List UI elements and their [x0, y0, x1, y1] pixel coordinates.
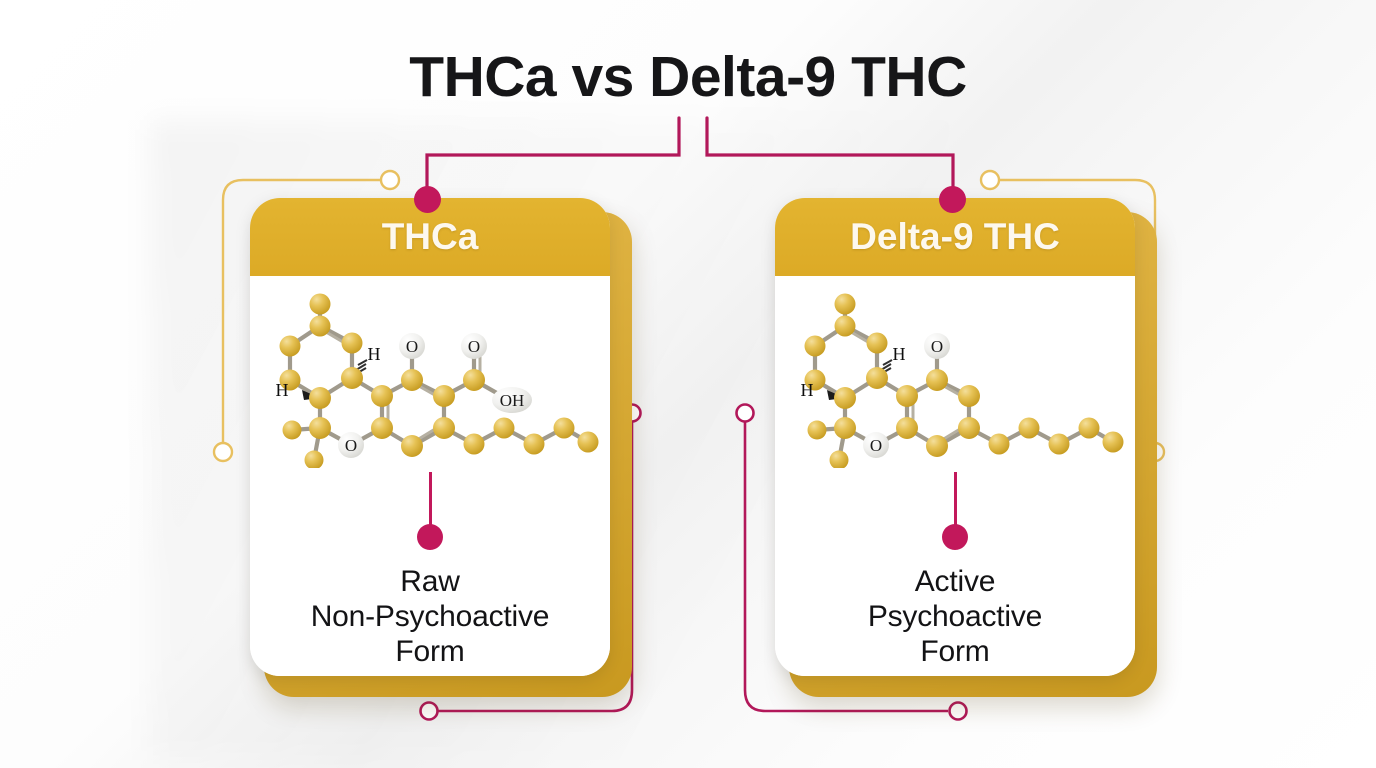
- caption-line-2: Psychoactive: [867, 600, 1043, 633]
- crimson-node-top-right: [735, 403, 755, 423]
- gold-node-bottom-left: [212, 441, 234, 463]
- card-thca[interactable]: THCa: [250, 198, 632, 697]
- svg-text:H: H: [801, 380, 814, 400]
- oxygen-atoms: O O: [863, 333, 950, 458]
- caption-connector-stem: [428, 472, 432, 530]
- page-title: THCa vs Delta-9 THC: [409, 45, 967, 109]
- card-body-thca: O O OH O H H: [250, 276, 610, 676]
- caption-line-1: Raw: [400, 565, 460, 598]
- svg-text:OH: OH: [500, 391, 525, 410]
- card-title-label: Delta-9 THC: [850, 216, 1060, 257]
- gold-node-top-right: [979, 169, 1001, 191]
- header-connector-dot-right: [939, 186, 966, 213]
- carbon-atoms: [279, 293, 599, 468]
- svg-text:O: O: [345, 436, 357, 455]
- caption-line-3: Form: [920, 635, 990, 668]
- crimson-node-bottom-right: [948, 701, 968, 721]
- card-delta9thc[interactable]: Delta-9 THC: [775, 198, 1157, 697]
- svg-text:O: O: [406, 337, 418, 356]
- caption-line-3: Form: [395, 635, 465, 668]
- hydrogen-labels: H H: [801, 344, 906, 400]
- svg-text:H: H: [893, 344, 906, 364]
- title-bracket-connector: [425, 116, 955, 197]
- svg-text:O: O: [468, 337, 480, 356]
- svg-text:O: O: [931, 337, 943, 356]
- carbon-atoms: [804, 293, 1124, 468]
- card-body-delta9thc: O O H H Active Psychoactive Form: [775, 276, 1135, 676]
- oxygen-atoms: O O OH O: [338, 333, 532, 458]
- caption-connector-dot: [942, 524, 968, 550]
- card-caption-delta9thc: Active Psychoactive Form: [775, 564, 1135, 669]
- svg-text:O: O: [870, 436, 882, 455]
- caption-connector-dot: [417, 524, 443, 550]
- caption-line-1: Active: [914, 565, 996, 598]
- caption-line-2: Non-Psychoactive: [310, 600, 550, 633]
- molecule-delta9thc: O O H H: [779, 288, 1131, 468]
- svg-text:H: H: [276, 380, 289, 400]
- gold-node-top-left: [379, 169, 401, 191]
- card-caption-thca: Raw Non-Psychoactive Form: [250, 564, 610, 669]
- molecule-thca: O O OH O H H: [254, 288, 606, 468]
- hydrogen-labels: H H: [276, 344, 381, 400]
- svg-text:H: H: [368, 344, 381, 364]
- crimson-node-bottom-left: [419, 701, 439, 721]
- caption-connector-stem: [953, 472, 957, 530]
- card-title-label: THCa: [381, 216, 479, 257]
- header-connector-dot-left: [414, 186, 441, 213]
